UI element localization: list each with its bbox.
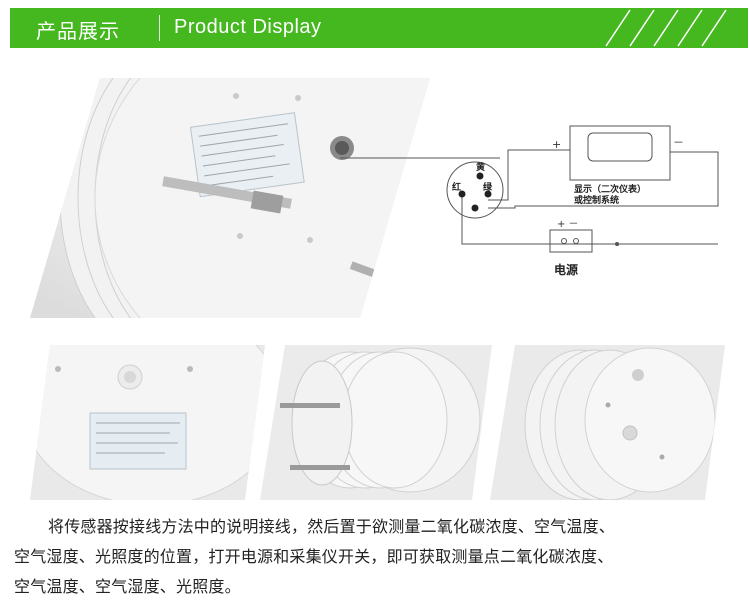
description-line-1: 将传感器按接线方法中的说明接线，然后置于欲测量二氧化碳浓度、空气温度、 [48,517,616,536]
display-label-line2: 或控制系统 [574,194,619,206]
display-label-line1: 显示（二次仪表） [574,183,646,195]
header-divider [159,15,160,41]
product-photo-angled-view [490,345,725,500]
main-product-photo [30,78,430,318]
header-title-cn: 产品展示 [36,19,120,43]
power-label: 电源 [554,262,578,277]
product-photo-side-view [260,345,492,500]
wiring-diagram: + － 黄 红 绿 显示（二次仪表） 或控制系统 + － 电源 [340,125,719,277]
header-title-en: Product Display [174,16,322,38]
plus-label: + [552,138,561,151]
decorative-slashes [605,9,727,47]
usage-description: 将传感器按接线方法中的说明接线，然后置于欲测量二氧化碳浓度、空气温度、 空气湿度… [14,512,738,602]
product-photo-bottom-view [30,345,265,500]
connector-green-label: 绿 [483,181,493,193]
description-line-2: 空气湿度、光照度的位置，打开电源和采集仪开关，即可获取测量点二氧化碳浓度、 [14,547,614,566]
section-header: 产品展示 Product Display [10,8,748,48]
power-plus-minus: + － [557,219,579,230]
minus-label: － [673,136,684,149]
description-line-3: 空气温度、空气湿度、光照度。 [14,577,241,596]
connector-red-label: 红 [452,181,461,193]
connector-yellow-label: 黄 [476,161,485,173]
